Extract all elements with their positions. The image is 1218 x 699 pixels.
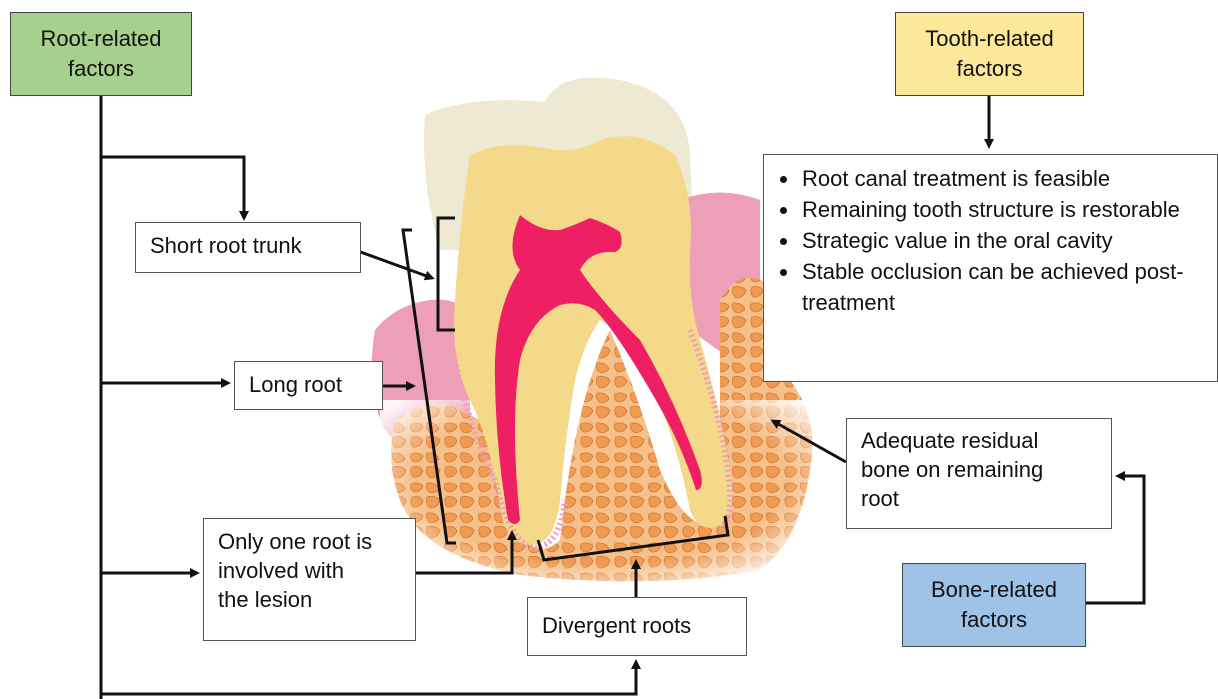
residual-bone-box: Adequate residual bone on remaining root (846, 418, 1112, 529)
list-item: Root canal treatment is feasible (800, 163, 1207, 194)
root-to-short-arrow (101, 157, 244, 218)
short-to-bracket-arrow (355, 250, 432, 278)
bone-fade (380, 400, 820, 600)
tooth-category-text: Tooth-related factors (925, 24, 1053, 84)
one-root-box: Only one root is involved with the lesio… (203, 518, 416, 641)
list-item: Remaining tooth structure is restorable (800, 194, 1207, 225)
list-item: Stable occlusion can be achieved post-tr… (800, 256, 1207, 318)
bone-related-factors-label: Bone-related factors (902, 563, 1086, 647)
divergent-roots-text: Divergent roots (542, 613, 691, 638)
residual-bone-text: Adequate residual bone on remaining root (861, 428, 1043, 511)
one-root-text: Only one root is involved with the lesio… (218, 529, 372, 612)
root-related-factors-label: Root-related factors (10, 12, 192, 96)
tooth-factors-box: Root canal treatment is feasible Remaini… (763, 154, 1218, 382)
bone-category-text: Bone-related factors (931, 575, 1057, 635)
divergent-roots-box: Divergent roots (527, 597, 747, 656)
short-root-trunk-box: Short root trunk (135, 222, 361, 273)
root-category-text: Root-related factors (40, 24, 161, 84)
tooth-related-factors-label: Tooth-related factors (895, 12, 1084, 96)
long-root-text: Long root (249, 372, 342, 397)
tooth-factors-list: Root canal treatment is feasible Remaini… (774, 163, 1207, 318)
long-root-box: Long root (234, 361, 383, 410)
root-to-divergent-arrow (101, 662, 636, 694)
short-root-trunk-text: Short root trunk (150, 233, 302, 258)
list-item: Strategic value in the oral cavity (800, 225, 1207, 256)
